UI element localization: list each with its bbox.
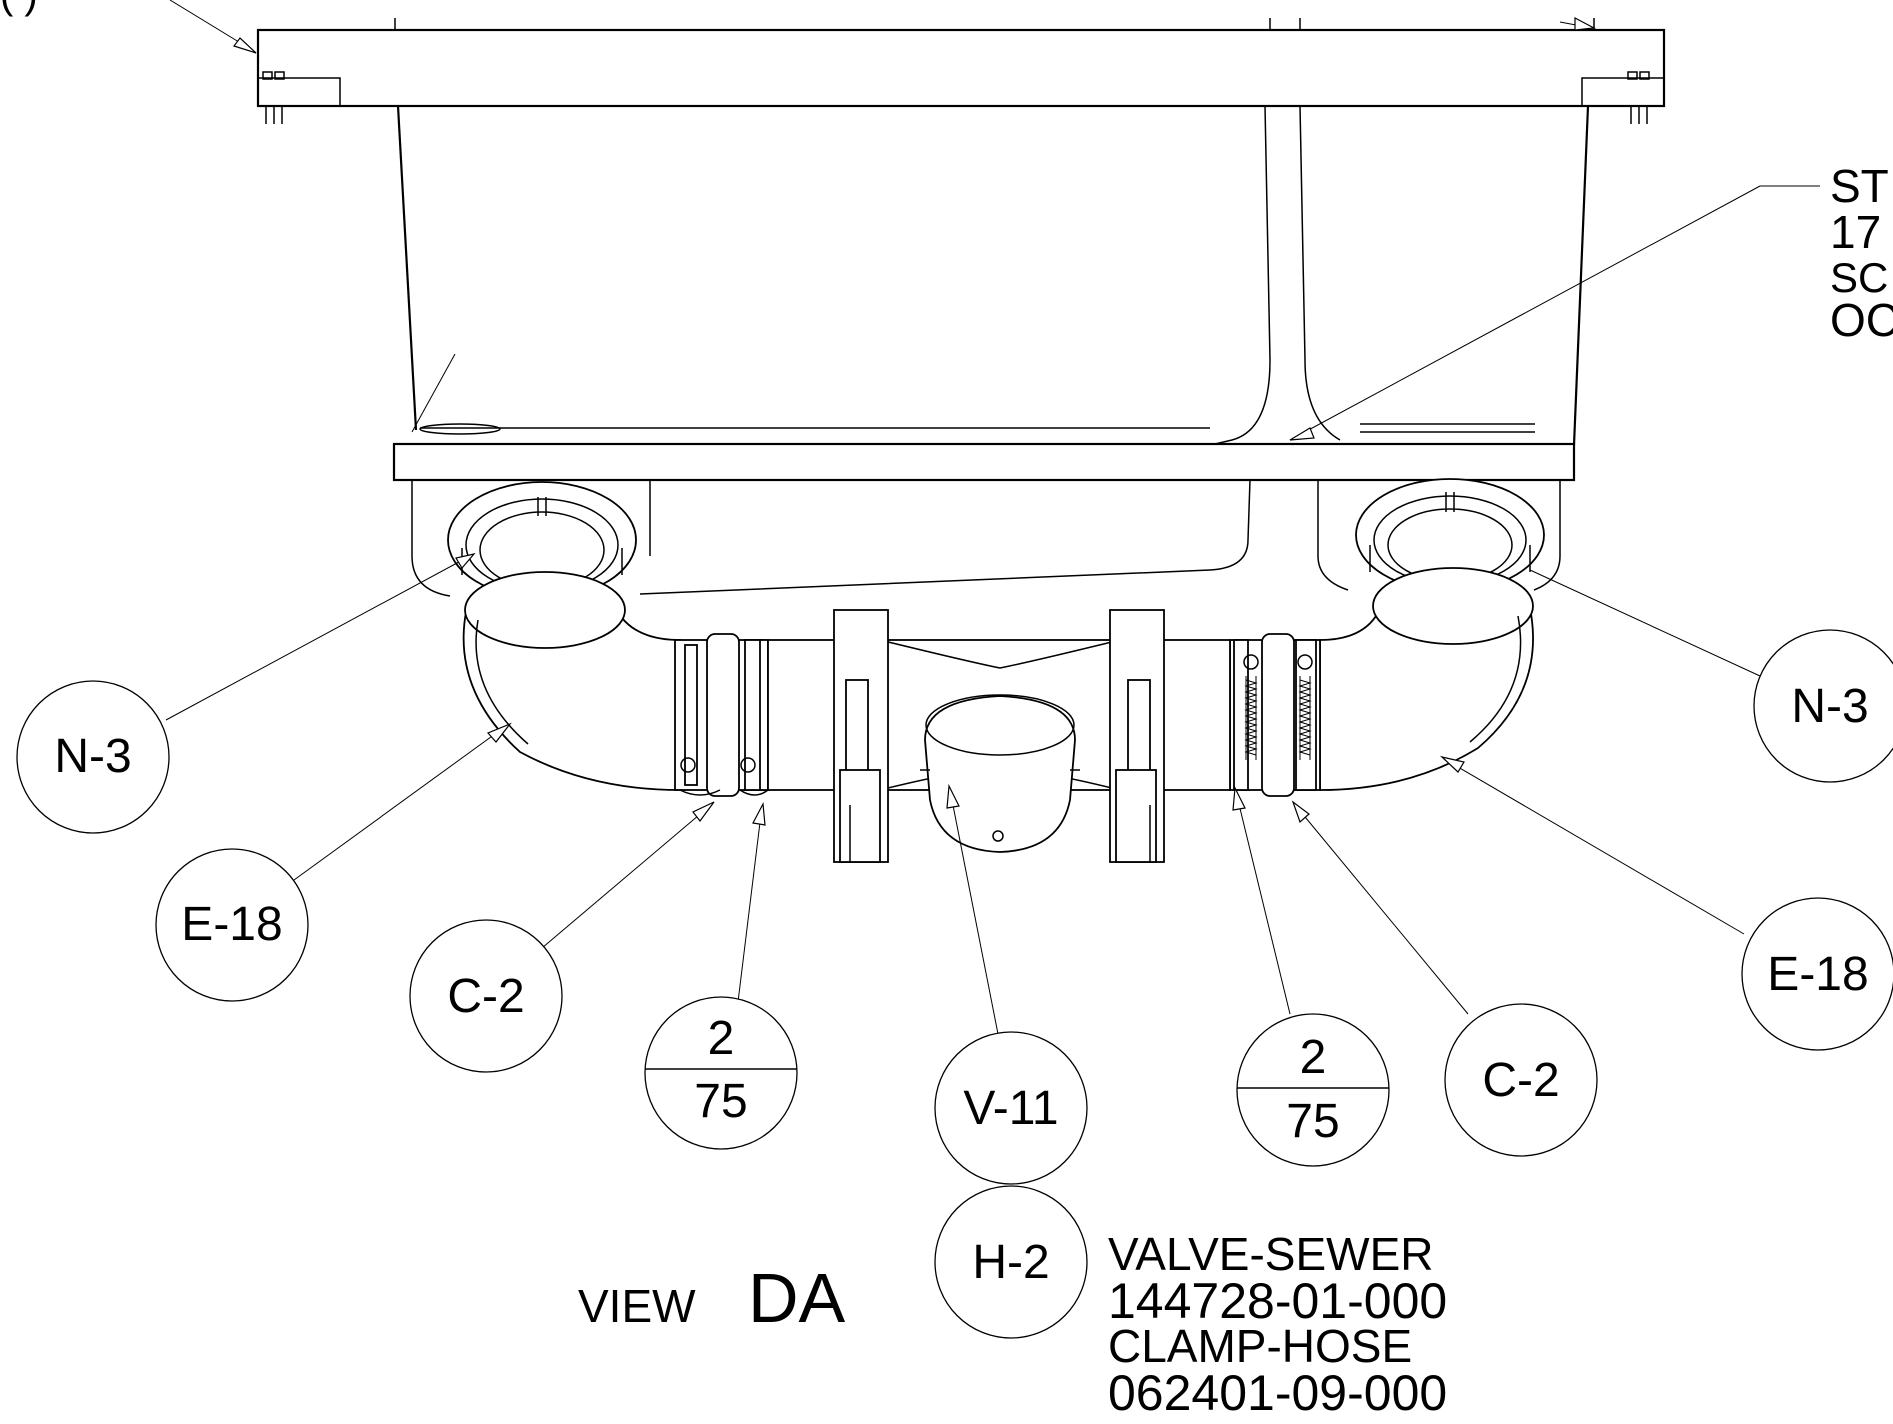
view-title: VIEW DA — [578, 1259, 846, 1337]
callout-e18-left: E-18 — [155, 848, 309, 1002]
callout-v11-label: V-11 — [963, 1082, 1058, 1135]
cut-off-line-2: 17 — [1830, 206, 1881, 258]
tank-top-frame — [256, 18, 1666, 124]
callout-c2-left: C-2 — [409, 919, 563, 1073]
spring-coil-right-b — [1298, 676, 1312, 760]
tank-sump — [411, 479, 1561, 597]
callout-qty-right-top: 2 — [1300, 1031, 1327, 1084]
cut-off-line-4: OC — [1830, 294, 1893, 346]
callout-qty-right-bottom: 75 — [1286, 1095, 1339, 1148]
callout-h2-label: H-2 — [972, 1236, 1049, 1289]
callout-c2-right-label: C-2 — [1482, 1054, 1559, 1107]
cut-off-label: ST 17 SC OC — [1830, 160, 1893, 346]
callout-e18-right-label: E-18 — [1767, 948, 1868, 1001]
valve-assembly — [767, 609, 1231, 863]
elbow-right — [1319, 567, 1534, 791]
valve-name: VALVE-SEWER — [1108, 1228, 1433, 1280]
callout-c2-left-label: C-2 — [447, 970, 524, 1023]
callout-qty-left-bottom: 75 — [694, 1075, 747, 1128]
view-prefix: VIEW — [578, 1280, 696, 1332]
tank-body — [396, 105, 1590, 446]
elbow-left — [462, 571, 681, 791]
callout-qty-left: 2 75 — [644, 996, 798, 1150]
view-name: DA — [748, 1259, 846, 1337]
callout-qty-right: 2 75 — [1236, 1013, 1390, 1167]
tank-lower-frame — [392, 442, 1576, 482]
callout-e18-left-label: E-18 — [181, 898, 282, 951]
cut-off-line-3: SC — [1830, 254, 1888, 301]
cut-off-line-1: ST — [1830, 160, 1889, 212]
hose-coupling-right — [1229, 633, 1321, 797]
leader-top-left: ( ) — [0, 0, 1597, 54]
callout-v11: V-11 — [934, 1031, 1088, 1185]
top-left-cropped-text: ( ) — [0, 0, 38, 17]
callout-qty-left-top: 2 — [708, 1012, 735, 1065]
leader-lines — [165, 185, 1820, 1035]
callout-c2-right: C-2 — [1444, 1003, 1598, 1157]
callout-h2: H-2 — [934, 1185, 1088, 1339]
hose-coupling-left — [674, 633, 769, 797]
spring-coil-right-a — [1244, 676, 1258, 760]
part-notes: VALVE-SEWER 144728-01-000 CLAMP-HOSE 062… — [1108, 1228, 1447, 1421]
callout-n3-left-label: N-3 — [54, 730, 131, 783]
clamp-part-number: 062401-09-000 — [1108, 1365, 1447, 1421]
callout-e18-right: E-18 — [1741, 897, 1893, 1051]
clamp-name: CLAMP-HOSE — [1108, 1320, 1412, 1372]
callout-n3-left: N-3 — [16, 680, 170, 834]
valve-part-number: 144728-01-000 — [1108, 1273, 1447, 1329]
callout-n3-right-label: N-3 — [1791, 680, 1868, 733]
callout-n3-right: N-3 — [1753, 629, 1893, 783]
